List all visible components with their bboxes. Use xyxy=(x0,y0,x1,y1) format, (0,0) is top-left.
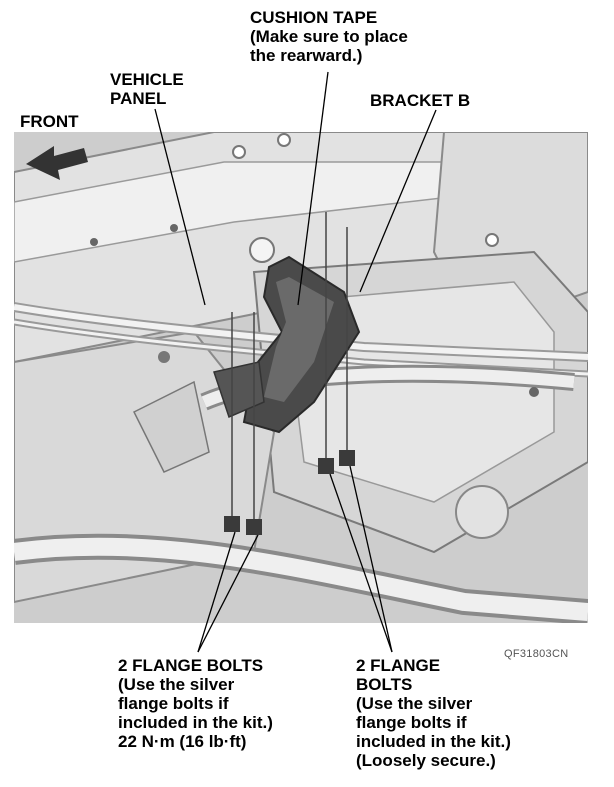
figure-code: QF31803CN xyxy=(504,648,569,660)
bracket-b-label: BRACKET B xyxy=(370,91,471,110)
cushion-tape-label: CUSHION TAPE (Make sure to place the rea… xyxy=(250,8,408,65)
left-flange-bolts-label: 2 FLANGE BOLTS (Use the silver flange bo… xyxy=(118,656,273,751)
right-flange-bolts-label: 2 FLANGE BOLTS (Use the silver flange bo… xyxy=(356,656,511,770)
vehicle-panel-label: VEHICLE PANEL xyxy=(110,70,184,108)
front-label-backdrop xyxy=(14,108,118,132)
front-label: FRONT xyxy=(20,112,79,131)
underbody-illustration xyxy=(14,132,588,623)
